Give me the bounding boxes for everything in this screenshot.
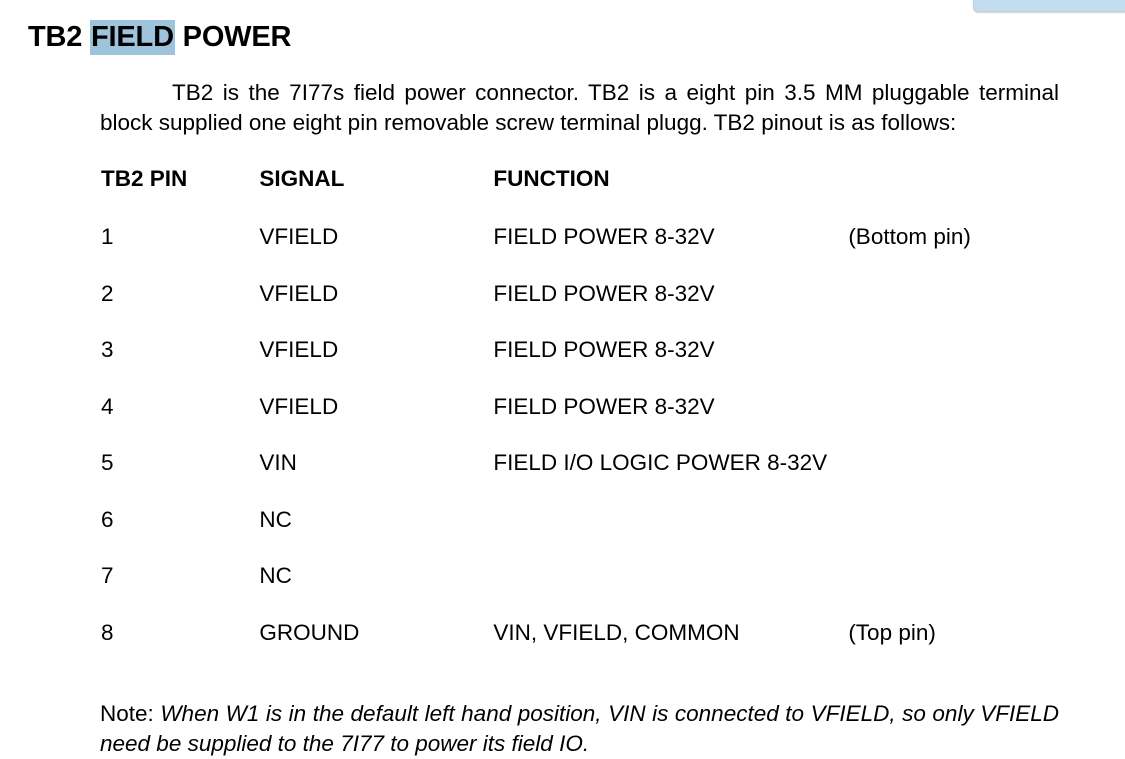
cell-pin: 3	[101, 337, 114, 362]
cell-signal: VFIELD	[259, 280, 339, 306]
table-row: 4 VFIELD FIELD POWER 8-32V	[101, 393, 1061, 453]
cell-note: (Top pin)	[848, 619, 936, 645]
cell-pin: 1	[101, 224, 114, 249]
page-title-prefix: TB2	[28, 21, 91, 54]
page-title-highlighted-text: FIELD	[90, 20, 175, 56]
table-header-row: TB2 PIN SIGNAL FUNCTION	[101, 166, 1061, 226]
cell-signal: GROUND	[259, 619, 360, 645]
cell-signal: VIN	[259, 450, 297, 475]
footer-note-body: When W1 is in the default left hand posi…	[100, 700, 1059, 756]
cell-function	[493, 509, 848, 566]
cell-function: FIELD POWER 8-32V	[493, 393, 715, 419]
cell-signal: NC	[259, 506, 292, 532]
column-header-function: FUNCTION	[493, 166, 610, 191]
page-title-suffix: POWER	[174, 21, 292, 54]
cell-pin: 5	[101, 450, 114, 475]
column-header-pin: TB2 PIN	[101, 166, 188, 191]
table-row: 7 NC	[101, 563, 1061, 622]
page-title: TB2 FIELD POWER	[28, 20, 292, 56]
cell-function: FIELD POWER 8-32V	[493, 224, 715, 249]
cell-note	[848, 339, 1061, 396]
table-row: 3 VFIELD FIELD POWER 8-32V	[101, 337, 1061, 396]
cell-signal: VFIELD	[259, 224, 339, 249]
cell-signal: VFIELD	[259, 337, 339, 362]
table-row: 6 NC	[101, 506, 1061, 566]
cell-function: FIELD POWER 8-32V	[493, 280, 715, 306]
cell-signal: VFIELD	[259, 393, 339, 419]
cell-function: FIELD POWER 8-32V	[493, 337, 715, 362]
tb2-pinout-table: TB2 PIN SIGNAL FUNCTION 1 VFIELD FIELD P…	[101, 166, 1061, 679]
column-header-note	[848, 168, 1061, 226]
table-row: 1 VFIELD FIELD POWER 8-32V (Bottom pin)	[101, 224, 1061, 283]
cell-note	[848, 565, 1061, 622]
table-row: 8 GROUND VIN, VFIELD, COMMON (Top pin)	[101, 619, 1061, 679]
cell-signal: NC	[259, 563, 292, 588]
cell-function	[493, 565, 848, 622]
cell-note	[848, 396, 1061, 453]
cell-note	[848, 509, 1061, 566]
top-right-popup-strip[interactable]	[973, 0, 1125, 12]
footer-note-label: Note:	[100, 700, 161, 726]
cell-note: (Bottom pin)	[848, 224, 971, 249]
cell-note	[848, 452, 1061, 509]
cell-note	[848, 283, 1061, 340]
cell-pin: 4	[101, 393, 114, 419]
intro-paragraph: TB2 is the 7I77s field power connector. …	[100, 79, 1059, 135]
cell-function: VIN, VFIELD, COMMON	[493, 619, 740, 645]
column-header-signal: SIGNAL	[259, 166, 345, 191]
footer-note: Note: When W1 is in the default left han…	[100, 699, 1059, 759]
table-row: 2 VFIELD FIELD POWER 8-32V	[101, 280, 1061, 340]
table-row: 5 VIN FIELD I/O LOGIC POWER 8-32V	[101, 450, 1061, 509]
cell-function: FIELD I/O LOGIC POWER 8-32V	[493, 450, 828, 475]
table-body: 1 VFIELD FIELD POWER 8-32V (Bottom pin) …	[101, 224, 1061, 679]
cell-pin: 2	[101, 280, 114, 306]
cell-pin: 7	[101, 563, 114, 588]
cell-pin: 6	[101, 506, 114, 532]
cell-pin: 8	[101, 619, 114, 645]
